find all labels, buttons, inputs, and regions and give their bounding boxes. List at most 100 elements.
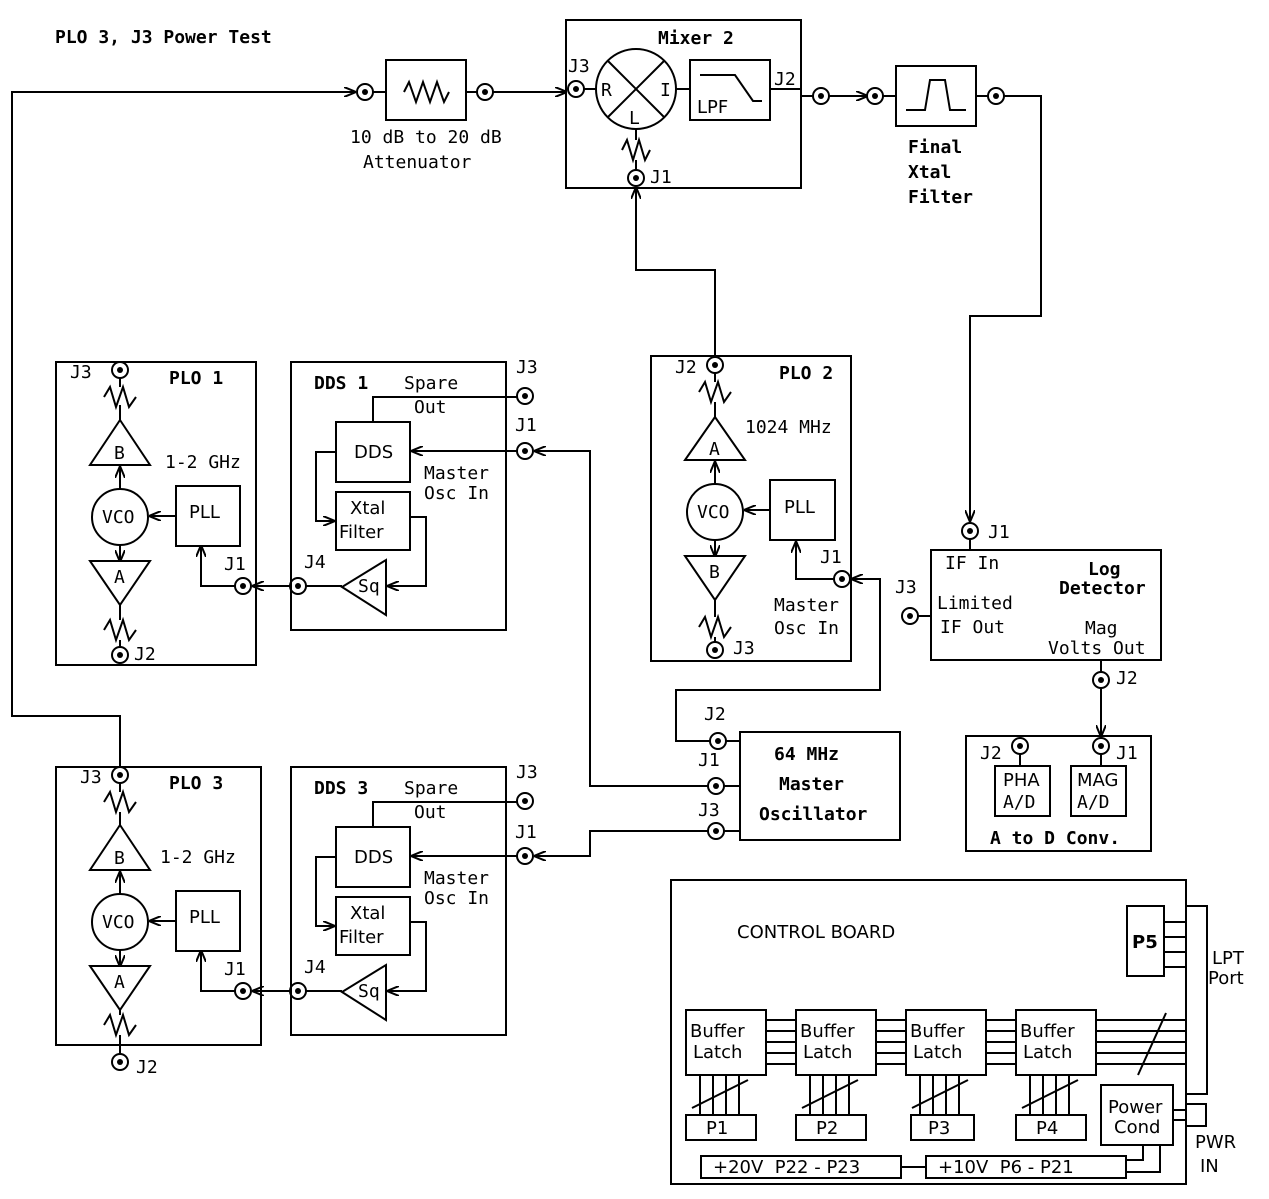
a-to-d-converter: J2 J1 PHA A/D MAG A/D A to D Conv. — [965, 735, 1152, 852]
logdet-mag-label: Mag — [1085, 618, 1118, 639]
resistor-icon — [103, 788, 137, 816]
latch-3-label-2: Latch — [913, 1042, 962, 1063]
amp-b-icon — [88, 823, 152, 871]
plo3-vco-label: VCO — [102, 912, 135, 933]
lpt-connector — [1186, 905, 1208, 1095]
dds1-filter-label: Filter — [339, 522, 384, 543]
dds1-xtal-label: Xtal — [350, 498, 385, 519]
logdet-j1-label: J1 — [988, 522, 1010, 543]
logdet-ifout-label: IF Out — [940, 617, 1005, 638]
p5-connector — [1126, 905, 1165, 977]
attenuator-label-2: Attenuator — [363, 152, 472, 173]
power-cond-label-2: Cond — [1114, 1117, 1160, 1138]
plo1-j3-label: J3 — [70, 362, 92, 383]
logdet-j3-label: J3 — [895, 577, 917, 598]
latch-2-label-2: Latch — [803, 1042, 852, 1063]
resistor-icon — [698, 378, 732, 406]
latch-2-label-1: Buffer — [800, 1021, 855, 1042]
adc-j1-label: J1 — [1116, 743, 1138, 764]
dds1-oscin-label: Osc In — [424, 483, 489, 504]
logdet-j2-label: J2 — [1116, 668, 1138, 689]
master-osc-j2-label: J2 — [704, 704, 726, 725]
rail-10v-label: +10V P6 - P21 — [938, 1157, 1074, 1178]
plo2-b-label: B — [709, 562, 720, 583]
dds1-sq-label: Sq — [358, 576, 380, 597]
squarer-icon — [340, 963, 387, 1022]
logdet-limited-label: Limited — [937, 593, 1013, 614]
plo3-b-label: B — [114, 848, 125, 869]
bandpass-icon — [906, 79, 966, 111]
diagram-title: PLO 3, J3 Power Test — [55, 27, 272, 48]
amp-a-icon — [683, 415, 747, 461]
dds1-master-label: Master — [424, 463, 489, 484]
logdet-voltsout-label: Volts Out — [1048, 638, 1146, 659]
mixer-j1-label: J1 — [650, 167, 672, 188]
pwr-connector — [1185, 1103, 1207, 1127]
dds3-j3-label: J3 — [516, 762, 538, 783]
resistor-icon — [621, 136, 651, 164]
lpt-label-1: LPT — [1212, 948, 1245, 969]
dds-3: DDS 3 Spare Out DDS J3 J1 Master Osc In … — [253, 762, 538, 1036]
resistor-icon — [403, 78, 450, 106]
master-oscillator: 64 MHz Master Oscillator J2 J1 J3 — [698, 704, 901, 841]
dds3-dds-label: DDS — [354, 847, 393, 868]
mixer-title: Mixer 2 — [658, 28, 734, 49]
mixer-2: Mixer 2 R I L J3 LPF J2 J1 — [565, 19, 802, 189]
rail-20v-label: +20V P22 - P23 — [713, 1157, 860, 1178]
dds3-sq-label: Sq — [358, 981, 380, 1002]
plo2-j1-label: J1 — [820, 547, 842, 568]
lowpass-icon — [700, 74, 762, 102]
plo2-a-label: A — [709, 439, 720, 460]
dds3-oscin-label: Osc In — [424, 888, 489, 909]
resistor-icon — [103, 383, 137, 411]
plo3-j2-label: J2 — [136, 1057, 158, 1078]
power-cond-label-1: Power — [1108, 1097, 1163, 1118]
dds3-master-label: Master — [424, 868, 489, 889]
plo1-title: PLO 1 — [169, 368, 223, 389]
p5-label: P5 — [1132, 932, 1158, 953]
pwr-label-1: PWR — [1195, 1132, 1236, 1153]
squarer-icon — [340, 558, 387, 617]
plo1-j2-label: J2 — [134, 644, 156, 665]
latch-4-label-1: Buffer — [1020, 1021, 1075, 1042]
plo3-j1-label: J1 — [224, 959, 246, 980]
plo-3: PLO 3 J3 B 1-2 GHz VCO PLL A J2 J1 — [55, 766, 262, 1078]
log-detector: J1 IF In Log Detector Limited IF Out Mag… — [895, 522, 1162, 689]
amp-b-icon — [88, 418, 152, 466]
mixer-port-i: I — [660, 80, 671, 101]
adc-title: A to D Conv. — [990, 828, 1120, 849]
lpf-label: LPF — [697, 97, 728, 118]
plo2-pll-label: PLL — [784, 497, 815, 518]
adc-pha-label: PHA — [1003, 770, 1040, 791]
dds3-title: DDS 3 — [314, 778, 368, 799]
dds3-out-label: Out — [414, 802, 447, 823]
plo3-j3-label: J3 — [80, 767, 102, 788]
dds1-spare-label: Spare — [404, 373, 458, 394]
mixer-port-l: L — [629, 108, 640, 129]
filter-label-3: Filter — [908, 187, 973, 208]
plo3-a-label: A — [114, 972, 125, 993]
lpt-label-2: Port — [1208, 968, 1244, 989]
control-board-title: CONTROL BOARD — [737, 922, 895, 943]
dds1-title: DDS 1 — [314, 373, 368, 394]
port-p4-label: P4 — [1036, 1118, 1058, 1139]
plo2-freq: 1024 MHz — [745, 417, 832, 438]
plo1-pll-label: PLL — [189, 502, 220, 523]
port-p1-label: P1 — [706, 1118, 728, 1139]
dds-1: DDS 1 Spare Out DDS J3 J1 Master Osc In … — [253, 357, 538, 631]
dds3-xtal-label: Xtal — [350, 903, 385, 924]
latch-4-label-2: Latch — [1023, 1042, 1072, 1063]
dds3-filter-label: Filter — [339, 927, 384, 948]
latch-1-label-2: Latch — [693, 1042, 742, 1063]
adc-j2-label: J2 — [980, 743, 1002, 764]
adc-ad1-label: A/D — [1003, 792, 1036, 813]
pwr-label-2: IN — [1200, 1156, 1219, 1177]
plo3-freq: 1-2 GHz — [160, 847, 236, 868]
amp-b-icon — [683, 555, 747, 602]
dds1-j1-label: J1 — [515, 415, 537, 436]
mixer-j2-label: J2 — [774, 69, 796, 90]
plo3-pll-label: PLL — [189, 907, 220, 928]
plo1-b-label: B — [114, 443, 125, 464]
port-p3-label: P3 — [928, 1118, 950, 1139]
interconnects — [11, 92, 1101, 856]
